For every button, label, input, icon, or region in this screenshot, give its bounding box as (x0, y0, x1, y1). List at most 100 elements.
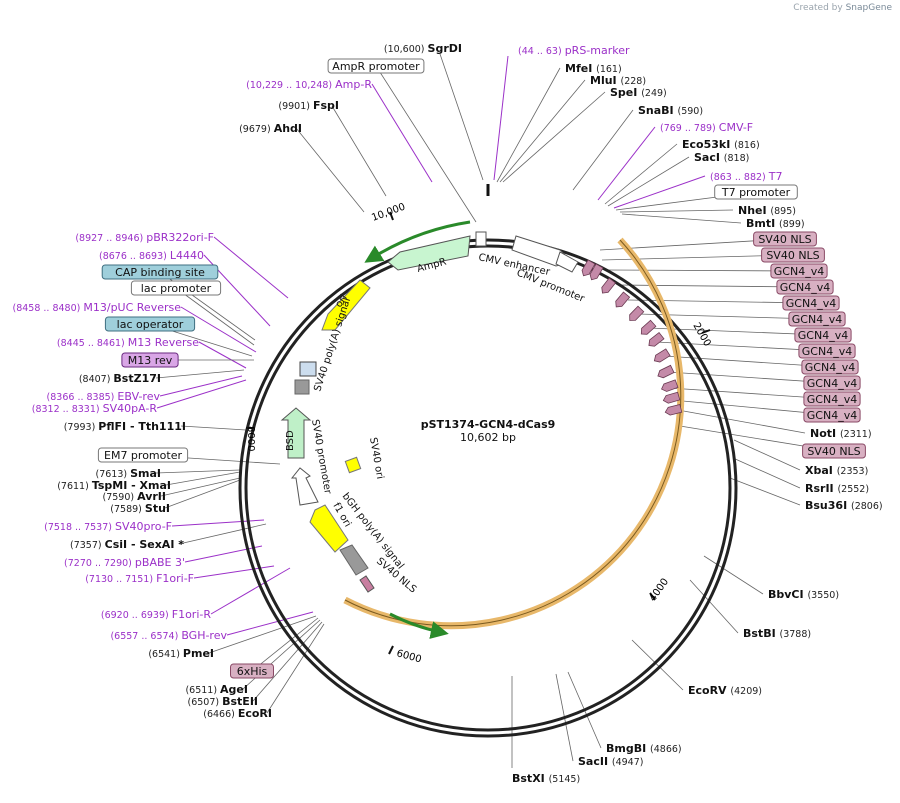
map-label-primer[interactable]: (8927 .. 8946) pBR322ori-F (75, 231, 214, 244)
map-label-site[interactable]: (6511) AgeI (185, 683, 248, 696)
label-name: EcoRV (688, 684, 730, 697)
map-label-site[interactable]: (7993) PflFI - Tth111I (64, 420, 186, 433)
label-box (803, 391, 861, 407)
map-label-site[interactable]: (6507) BstEII (188, 695, 259, 708)
map-label-site[interactable]: SnaBI (590) (638, 104, 703, 117)
map-label-primer[interactable]: (863 .. 882) T7 (710, 170, 783, 183)
map-label-primer[interactable]: (8458 .. 8480) M13/pUC Reverse (13, 301, 182, 314)
map-label-primer[interactable]: (8366 .. 8385) EBV-rev (47, 390, 161, 403)
map-label-site[interactable]: (7590) AvrII (102, 490, 166, 503)
sv40-nls-feature[interactable] (359, 575, 375, 593)
map-label-box[interactable]: AmpR promoter (327, 58, 425, 74)
map-label-site[interactable]: BstBI (3788) (743, 627, 811, 640)
leader-line (160, 477, 241, 497)
ampr-feature[interactable] (387, 235, 471, 271)
leader-line (155, 469, 241, 474)
map-label-pink[interactable]: GCN4_v4 (794, 327, 852, 343)
map-label-pink[interactable]: GCN4_v4 (782, 295, 840, 311)
leader-line (210, 567, 291, 615)
leader-line (607, 269, 800, 272)
map-label-primer[interactable]: (8676 .. 8693) L4440 (99, 249, 204, 262)
map-label-site[interactable]: SpeI (249) (610, 86, 667, 99)
map-label-pink[interactable]: GCN4_v4 (803, 375, 861, 391)
map-label-primer[interactable]: (6557 .. 6574) BGH-rev (110, 629, 227, 642)
map-label-pink[interactable]: GCN4_v4 (801, 359, 859, 375)
map-label-site[interactable]: (6541) PmeI (148, 647, 214, 660)
map-label-site[interactable]: (8407) BstZ17I (79, 372, 161, 385)
ampr-promoter-feature[interactable] (475, 231, 487, 247)
label-name: Bsu36I (805, 499, 851, 512)
map-label-primer[interactable]: (7518 .. 7537) SV40pro-F (44, 520, 172, 533)
map-label-site[interactable]: (10,600) SgrDI (384, 42, 462, 55)
map-label-box[interactable]: lac promoter (130, 280, 222, 296)
map-label-site[interactable]: NheI (895) (738, 204, 796, 217)
map-label-primer[interactable]: (44 .. 63) pRS-marker (518, 44, 630, 57)
map-label-pink[interactable]: GCN4_v4 (776, 279, 834, 295)
map-label-primer[interactable]: (769 .. 789) CMV-F (660, 121, 753, 134)
label-box (770, 263, 828, 279)
inner-label: CMV promoter (515, 268, 587, 306)
bsd-feature[interactable] (280, 407, 312, 459)
map-label-primer[interactable]: (7270 .. 7290) pBABE 3' (64, 556, 185, 569)
map-label-pink[interactable]: SV40 NLS (761, 247, 825, 263)
map-label-text: (44 .. 63) pRS-marker (518, 44, 630, 57)
map-label-primer[interactable]: (10,229 .. 10,248) Amp-R (246, 78, 372, 91)
sv40-promoter-feature[interactable] (290, 467, 319, 506)
map-label-pink[interactable]: SV40 NLS (753, 231, 817, 247)
map-label-pink[interactable]: 6xHis (230, 663, 274, 679)
map-label-site[interactable]: MfeI (161) (565, 62, 622, 75)
map-label-text: BstBI (3788) (743, 627, 811, 640)
map-label-primer[interactable]: (8445 .. 8461) M13 Reverse (57, 336, 199, 349)
map-label-site[interactable]: RsrII (2552) (805, 482, 869, 495)
label-position: (863 .. 882) (710, 172, 769, 183)
map-label-site[interactable]: (6466) EcoRI (203, 707, 272, 720)
map-label-site[interactable]: EcoRV (4209) (688, 684, 762, 697)
map-label-pink[interactable]: GCN4_v4 (788, 311, 846, 327)
map-label-site[interactable]: (7357) CsiI - SexAI * (70, 538, 184, 551)
map-label-pink[interactable]: GCN4_v4 (770, 263, 828, 279)
map-label-site[interactable]: (7611) TspMI - XmaI (57, 479, 171, 492)
ori-feature[interactable] (321, 279, 371, 331)
map-label-site[interactable]: SacII (4947) (578, 755, 643, 768)
map-label-site[interactable]: Bsu36I (2806) (805, 499, 883, 512)
map-label-site[interactable]: (7613) SmaI (95, 467, 161, 480)
map-label-text: (863 .. 882) T7 (710, 170, 783, 183)
bgh-polya-feature[interactable] (339, 544, 369, 576)
f1-ori-feature[interactable] (309, 504, 349, 553)
map-label-primer[interactable]: (6920 .. 6939) F1ori-R (101, 608, 211, 621)
label-box (803, 375, 861, 391)
map-label-box[interactable]: T7 promoter (714, 184, 798, 200)
map-label-pink[interactable]: GCN4_v4 (803, 391, 861, 407)
label-position: (816) (734, 140, 760, 151)
map-label-site[interactable]: NotI (2311) (810, 427, 872, 440)
label-position: (8458 .. 8480) (13, 303, 84, 314)
map-label-m13[interactable]: M13 rev (121, 352, 179, 368)
map-label-site[interactable]: (7589) StuI (110, 502, 170, 515)
map-label-site[interactable]: Eco53kI (816) (682, 138, 760, 151)
cmv-promoter-feature[interactable] (555, 251, 579, 273)
map-label-blue[interactable]: CAP binding site (101, 264, 219, 280)
label-position: (6511) (185, 685, 220, 696)
map-label-primer[interactable]: (8312 .. 8331) SV40pA-R (32, 402, 158, 415)
label-box-text: GCN4_v4 (802, 345, 852, 358)
map-label-text: (8407) BstZ17I (79, 372, 161, 385)
map-label-site[interactable]: SacI (818) (694, 151, 749, 164)
sv40-polya-feature[interactable] (294, 379, 310, 395)
map-label-blue[interactable]: lac operator (104, 316, 196, 332)
map-label-site[interactable]: XbaI (2353) (805, 464, 868, 477)
map-label-site[interactable]: MluI (228) (590, 74, 646, 87)
map-label-pink[interactable]: GCN4_v4 (803, 407, 861, 423)
map-label-site[interactable]: (9901) FspI (278, 99, 339, 112)
sv40-ori-feature[interactable] (344, 456, 362, 474)
map-label-pink[interactable]: GCN4_v4 (798, 343, 856, 359)
map-label-site[interactable]: BstXI (5145) (512, 772, 580, 785)
map-label-site[interactable]: (9679) AhdI (239, 122, 302, 135)
map-label-site[interactable]: BmgBI (4866) (606, 742, 682, 755)
map-label-primer[interactable]: (7130 .. 7151) F1ori-F (85, 572, 194, 585)
map-label-site[interactable]: BmtI (899) (746, 217, 805, 230)
label-name: AgeI (220, 683, 248, 696)
map-label-site[interactable]: BbvCI (3550) (768, 588, 839, 601)
map-label-box[interactable]: EM7 promoter (97, 447, 189, 463)
map-label-pink[interactable]: SV40 NLS (802, 443, 866, 459)
map-label-text: (8676 .. 8693) L4440 (99, 249, 204, 262)
